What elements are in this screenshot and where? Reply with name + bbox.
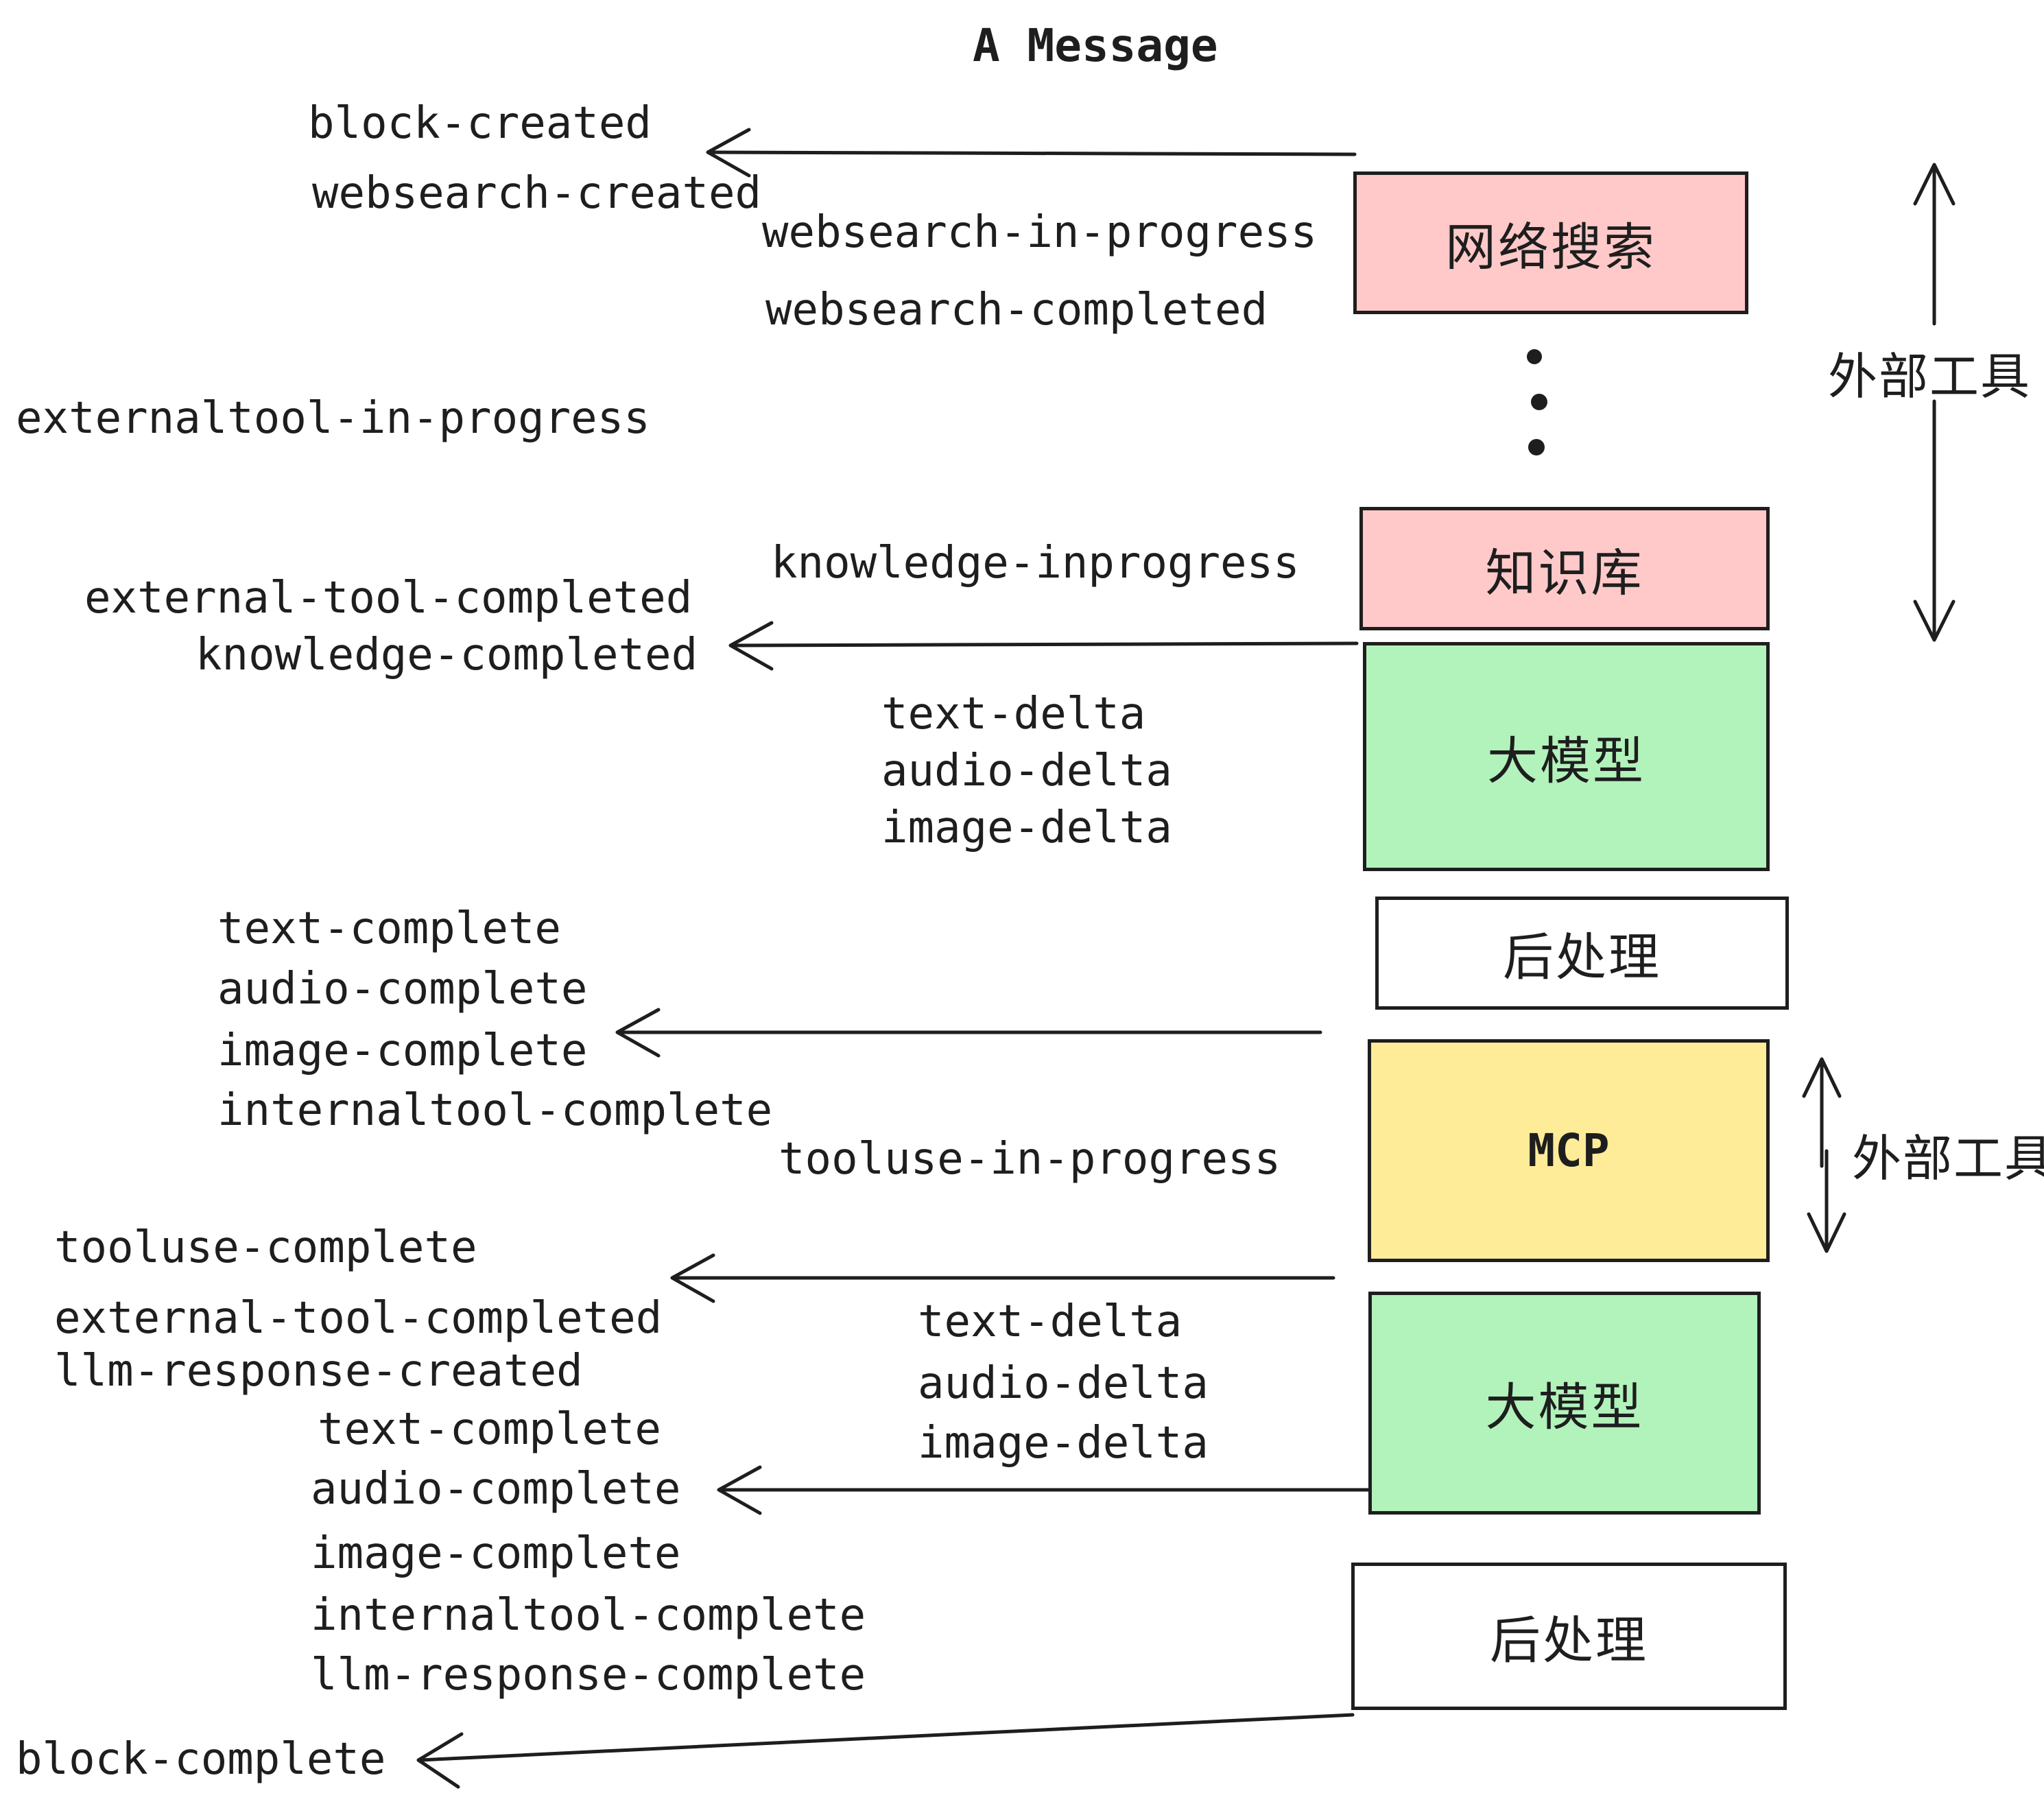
- event-external-tool-completed-2: external-tool-completed: [54, 1293, 663, 1344]
- event-knowledge-completed: knowledge-completed: [195, 630, 698, 680]
- arrow-internal-complete: [615, 1008, 1322, 1058]
- node-postprocess-1: 后处理: [1375, 897, 1789, 1010]
- node-mcp-label: MCP: [1528, 1124, 1610, 1177]
- event-internaltool-complete-1: internaltool-complete: [217, 1085, 773, 1136]
- event-audio-complete-2: audio-complete: [311, 1464, 681, 1515]
- node-llm-2: 大模型: [1368, 1292, 1761, 1515]
- event-block-created: block-created: [308, 98, 652, 149]
- event-websearch-completed: websearch-completed: [765, 285, 1268, 335]
- arrow-knowledge-completed: [728, 621, 1359, 671]
- node-llm-1-label: 大模型: [1487, 732, 1645, 790]
- event-block-complete: block-complete: [16, 1734, 386, 1785]
- arrow-websearch-created: [706, 128, 1357, 178]
- arrow-block-complete: [416, 1713, 1355, 1789]
- event-websearch-in-progress: websearch-in-progress: [762, 207, 1318, 258]
- annotation-external-tools-top: 外部工具: [1828, 350, 2032, 405]
- event-external-tool-completed: external-tool-completed: [84, 573, 693, 624]
- event-image-delta-2: image-delta: [918, 1418, 1209, 1469]
- event-image-delta-1: image-delta: [881, 803, 1172, 853]
- annotation-external-tools-mcp: 外部工具: [1852, 1132, 2044, 1187]
- event-knowledge-inprogress: knowledge-inprogress: [771, 538, 1300, 589]
- event-tooluse-complete: tooluse-complete: [54, 1222, 477, 1273]
- arrow-llm-complete: [717, 1465, 1370, 1515]
- node-mcp: MCP: [1368, 1039, 1770, 1262]
- event-text-delta-1: text-delta: [881, 689, 1146, 739]
- event-image-complete-1: image-complete: [217, 1025, 588, 1076]
- event-audio-delta-2: audio-delta: [918, 1358, 1209, 1409]
- event-llm-response-created: llm-response-created: [54, 1346, 583, 1397]
- event-text-delta-2: text-delta: [918, 1296, 1183, 1347]
- node-postprocess-2-label: 后处理: [1490, 1612, 1648, 1669]
- double-arrow-external-tools-mcp: [1802, 1057, 1846, 1253]
- node-knowledge-base: 知识库: [1359, 507, 1770, 630]
- event-image-complete-2: image-complete: [311, 1528, 681, 1579]
- event-audio-delta-1: audio-delta: [881, 746, 1172, 796]
- event-tooluse-in-progress: tooluse-in-progress: [779, 1134, 1281, 1185]
- event-audio-complete-1: audio-complete: [217, 964, 588, 1014]
- node-llm-1: 大模型: [1363, 642, 1770, 871]
- event-text-complete-2: text-complete: [318, 1404, 661, 1455]
- event-internaltool-complete-2: internaltool-complete: [311, 1590, 866, 1641]
- ellipsis-dots: [1527, 349, 1547, 455]
- diagram-title: A Message: [973, 19, 1218, 72]
- node-postprocess-2: 后处理: [1351, 1563, 1787, 1710]
- node-websearch: 网络搜索: [1353, 171, 1748, 314]
- node-knowledge-base-label: 知识库: [1485, 544, 1644, 602]
- node-websearch-label: 网络搜索: [1445, 218, 1656, 276]
- event-externaltool-in-progress: externaltool-in-progress: [16, 393, 650, 444]
- node-llm-2-label: 大模型: [1485, 1379, 1644, 1436]
- arrow-tooluse-complete: [670, 1253, 1335, 1303]
- event-text-complete-1: text-complete: [217, 903, 561, 954]
- node-postprocess-1-label: 后处理: [1503, 929, 1661, 986]
- event-websearch-created: websearch-created: [312, 168, 762, 219]
- event-llm-response-complete: llm-response-complete: [311, 1650, 866, 1700]
